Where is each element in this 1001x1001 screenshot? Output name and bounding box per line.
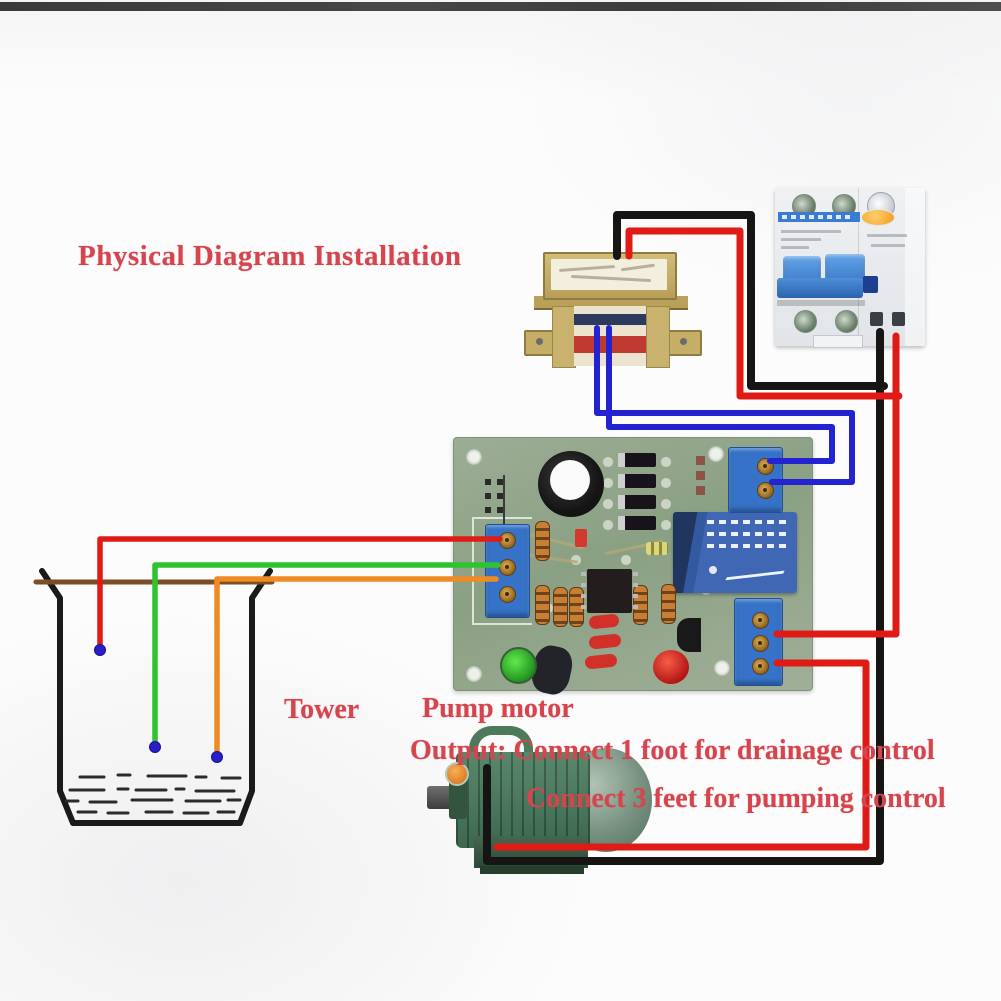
- resistor: [535, 521, 550, 561]
- controller-pcb: [453, 437, 813, 698]
- motor-shaft-hub: [449, 777, 467, 819]
- blue-wire-secondary-1: [594, 325, 855, 485]
- ic-chip: [581, 569, 638, 613]
- header-pin: [485, 479, 491, 485]
- resistor: [661, 584, 676, 624]
- breaker-toggle-tiebar[interactable]: [777, 278, 863, 298]
- terminal-screw[interactable]: [499, 586, 516, 603]
- pcb-mount-hole: [708, 446, 724, 462]
- motor-cap: [445, 762, 469, 786]
- rectifier-diode-3: [618, 495, 656, 509]
- blue-wire-secondary-2: [606, 325, 835, 464]
- red-indicator: [575, 529, 587, 547]
- transformer-leg-left: [552, 306, 576, 368]
- transformer-top-plate: [543, 252, 677, 300]
- terminal-screw[interactable]: [757, 482, 774, 499]
- capacitor-top: [550, 460, 590, 500]
- transformer-label: [551, 259, 667, 290]
- breaker-print-line: [781, 230, 841, 233]
- tower-label: Tower: [284, 694, 360, 725]
- diode-component: [646, 542, 668, 555]
- green-led: [500, 647, 537, 684]
- red-wire-transformer-primary: [625, 227, 903, 400]
- circuit-breaker: [775, 188, 925, 348]
- relay-marking-row: [707, 544, 787, 548]
- probe-tip-high: [94, 644, 106, 656]
- terminal-block-output: [734, 598, 783, 686]
- terminal-screw[interactable]: [752, 658, 769, 675]
- relay: [673, 512, 797, 593]
- breaker-bottom-screw-2: [835, 310, 858, 333]
- motor-foot: [480, 866, 584, 874]
- pcb-mount-hole: [714, 660, 730, 676]
- red-wire-relay-to-motor: [493, 659, 870, 851]
- pcb-mount-hole: [466, 449, 482, 465]
- live-wire-breaker-to-relay: [773, 332, 900, 638]
- probe-wire-red: [97, 536, 503, 649]
- transformer-mount-tab-right: [668, 330, 702, 356]
- breaker-side-face: [905, 188, 925, 346]
- mount-hole: [680, 338, 687, 345]
- water-level-dashes: [64, 773, 242, 815]
- pcb-mount-hole: [466, 666, 482, 682]
- breaker-print-line: [867, 234, 907, 237]
- terminal-screw[interactable]: [752, 635, 769, 652]
- motor-body: [456, 752, 590, 848]
- rectifier-diode-1: [618, 453, 656, 467]
- resistor: [535, 585, 550, 625]
- resistor: [553, 587, 568, 627]
- breaker-bottom-screw-1: [794, 310, 817, 333]
- wire-lead: [503, 475, 505, 545]
- filter-capacitor: [538, 451, 604, 517]
- probe-wire-orange: [214, 576, 499, 756]
- relay-cert-dot: [709, 566, 717, 574]
- breaker-print-line: [781, 238, 821, 241]
- probe-tip-mid: [211, 751, 223, 763]
- breaker-test-button[interactable]: [863, 276, 878, 293]
- breaker-print-line: [871, 244, 905, 247]
- breaker-brand-text: [782, 215, 854, 219]
- silkscreen-outline: [472, 517, 532, 625]
- relay-marking-row: [707, 520, 787, 524]
- output-note-line1: Output: Connect 1 foot for drainage cont…: [410, 735, 935, 766]
- header-pin: [497, 493, 503, 499]
- water-tank-outline: [39, 568, 273, 826]
- winding-stripe-navy: [574, 314, 646, 325]
- breaker-logo-oval: [861, 209, 895, 226]
- motor-lifting-lug: [469, 726, 533, 767]
- breaker-brand-stripe: [778, 212, 860, 222]
- terminal-screw[interactable]: [499, 559, 516, 576]
- header-pin: [485, 507, 491, 513]
- motor-cooling-fins: [456, 752, 590, 848]
- mount-hole: [536, 338, 543, 345]
- probe-wire-green: [152, 562, 501, 746]
- header-pin: [497, 507, 503, 513]
- pump-motor-label: Pump motor: [422, 693, 574, 724]
- neutral-wire-breaker-to-motor: [483, 328, 884, 865]
- breaker-din-clip: [813, 335, 863, 348]
- relay-marking-row: [707, 532, 787, 536]
- breaker-bottom-terminal-2: [892, 312, 905, 326]
- breaker-toggle-shadow: [777, 300, 865, 306]
- breaker-bottom-terminal-1: [870, 312, 883, 326]
- transformer-leg-right: [646, 306, 670, 368]
- probe-tip-low: [149, 741, 161, 753]
- pump-motor: [425, 722, 660, 874]
- top-border-strip: [0, 2, 1001, 11]
- rectifier-diode-4: [618, 516, 656, 530]
- output-note-line2: Connect 3 feet for pumping control: [526, 783, 946, 814]
- terminal-screw[interactable]: [752, 612, 769, 629]
- header-pin: [497, 479, 503, 485]
- black-wire-transformer-primary: [613, 211, 888, 390]
- rectifier-diode-2: [618, 474, 656, 488]
- pcb-marking: [696, 456, 705, 500]
- page-title: Physical Diagram Installation: [78, 240, 462, 272]
- red-led-button[interactable]: [653, 650, 689, 684]
- breaker-print-line: [781, 246, 809, 249]
- transistor: [677, 618, 701, 652]
- header-pin: [485, 493, 491, 499]
